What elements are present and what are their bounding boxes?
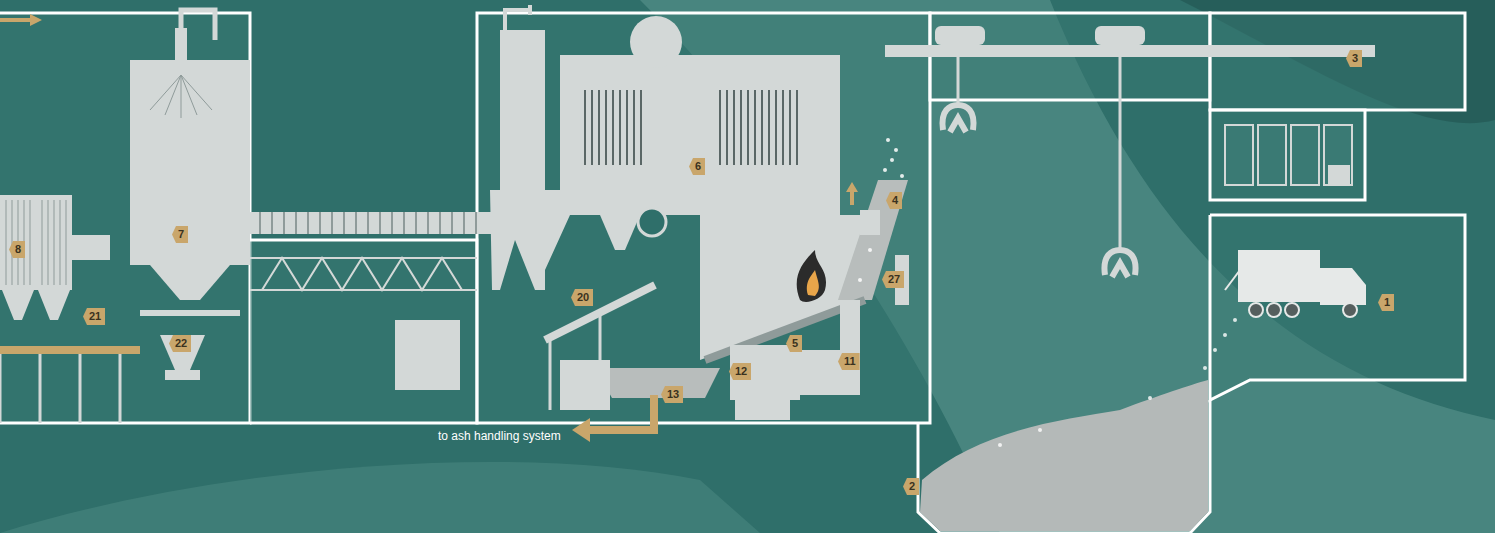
callout-number: 20 bbox=[571, 289, 593, 306]
callout-number: 12 bbox=[729, 363, 751, 380]
callout-number: 11 bbox=[838, 353, 860, 370]
callout-number: 13 bbox=[661, 386, 683, 403]
flow-note: to ash handling system bbox=[438, 429, 561, 444]
callout-number: 21 bbox=[83, 308, 105, 325]
callout-number: 27 bbox=[882, 271, 904, 288]
callout-number: 22 bbox=[169, 335, 191, 352]
